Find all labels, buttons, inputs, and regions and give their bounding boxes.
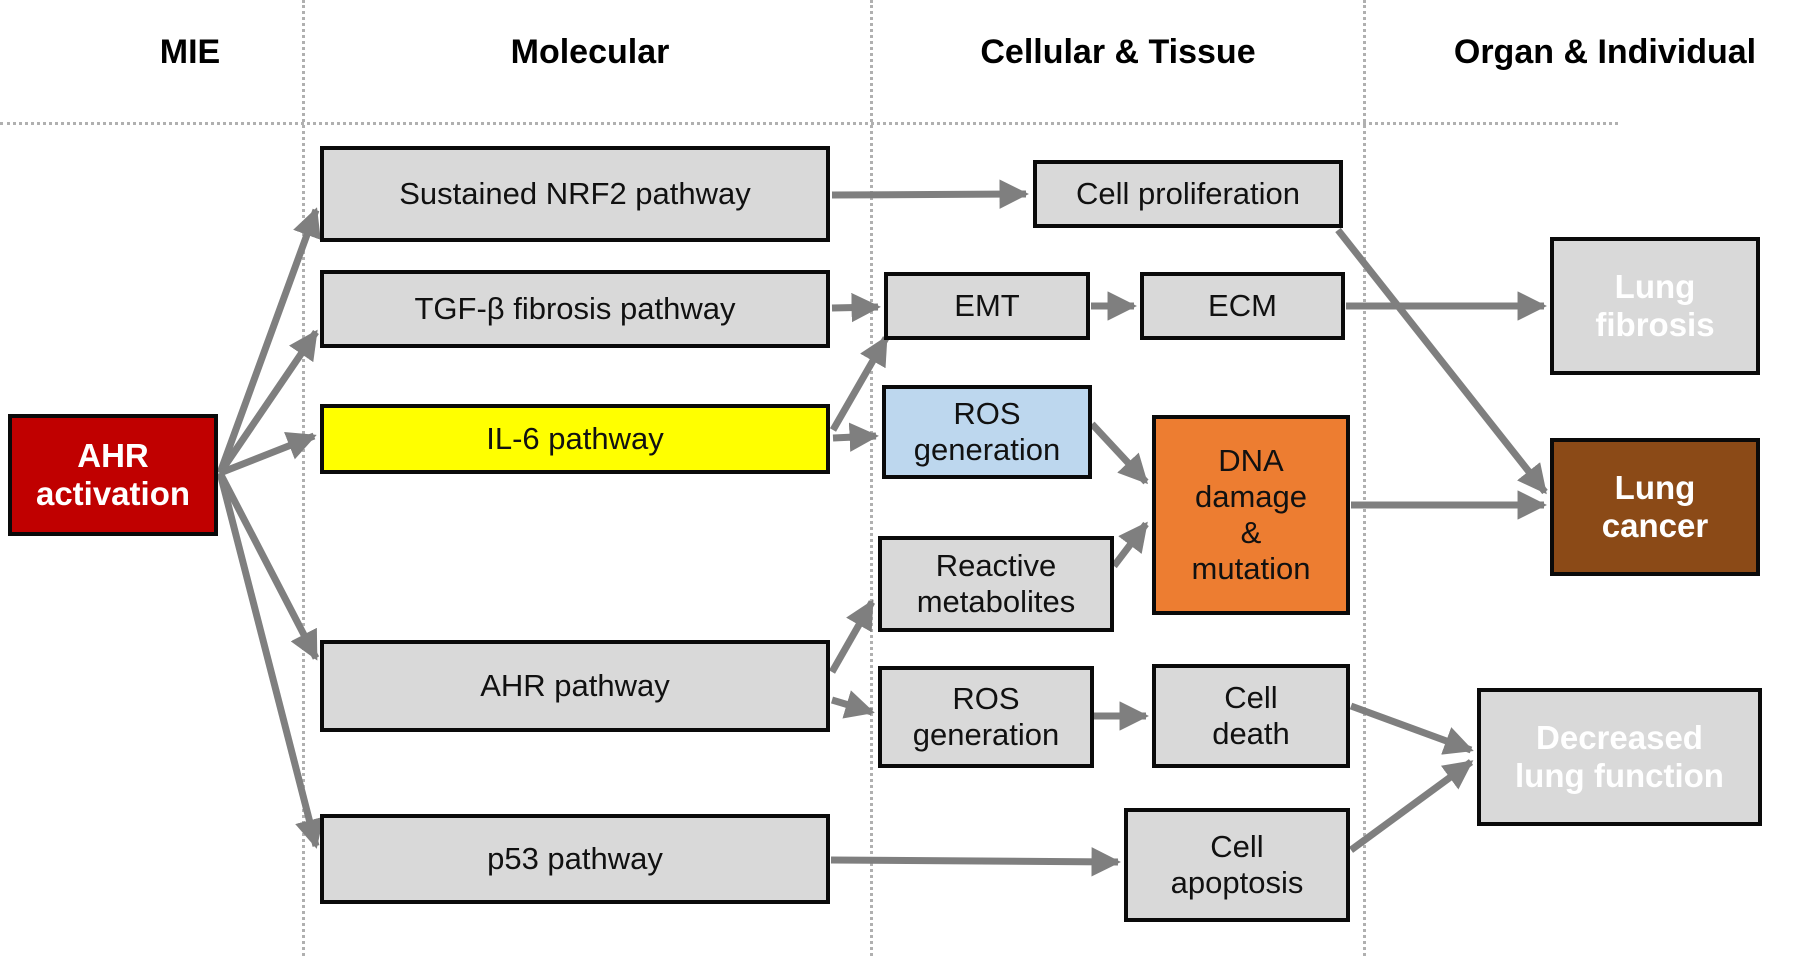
arrow-ahr-activation--nrf2-pathway [216, 207, 321, 475]
node-cell-apoptosis: Cell apoptosis [1124, 808, 1350, 922]
column-header-mie: MIE [159, 32, 221, 71]
arrow-il6-pathway--emt [829, 335, 890, 432]
vertical-separator-3 [1363, 0, 1366, 956]
node-ahr-pathway: AHR pathway [320, 640, 830, 732]
node-il6-pathway: IL-6 pathway [320, 404, 830, 474]
column-header-molecular: Molecular [510, 32, 670, 71]
arrow-ahr-activation--tgfb-pathway [217, 329, 319, 475]
arrow-p53-pathway--cell-apoptosis [830, 847, 1121, 877]
node-cell-death: Cell death [1152, 664, 1350, 768]
arrow-ahr-pathway--ros-generation-lower [830, 690, 875, 719]
arrow-reactive-metabolites--dna-damage-mutation [1111, 521, 1149, 569]
node-decreased-lung-function: Decreased lung function [1477, 688, 1762, 826]
node-cell-proliferation: Cell proliferation [1033, 160, 1343, 228]
arrow-ahr-activation--il6-pathway [218, 432, 317, 477]
node-ahr-activation: AHR activation [8, 414, 218, 536]
vertical-separator-2 [870, 0, 873, 956]
node-ecm: ECM [1140, 272, 1345, 340]
node-p53-pathway: p53 pathway [320, 814, 830, 904]
node-lung-fibrosis: Lung fibrosis [1550, 237, 1760, 375]
arrow-tgfb-pathway--emt [831, 292, 881, 323]
arrow-ros-generation-upper--dna-damage-mutation [1089, 421, 1149, 485]
vertical-separator-1 [302, 0, 305, 956]
node-tgfb-pathway: TGF-β fibrosis pathway [320, 270, 830, 348]
node-reactive-metabolites: Reactive metabolites [878, 536, 1114, 632]
node-lung-cancer: Lung cancer [1550, 438, 1760, 576]
arrow-cell-apoptosis--decreased-lung-function [1348, 759, 1474, 853]
node-nrf2-pathway: Sustained NRF2 pathway [320, 146, 830, 242]
node-dna-damage-mutation: DNA damage & mutation [1152, 415, 1350, 615]
node-emt: EMT [884, 272, 1090, 340]
node-ros-generation-lower: ROS generation [878, 666, 1094, 768]
arrow-ahr-activation--ahr-pathway [216, 471, 320, 661]
arrow-cell-proliferation--lung-cancer [1335, 227, 1548, 495]
arrow-nrf2-pathway--cell-proliferation [831, 179, 1029, 209]
column-header-organ-individual: Organ & Individual [1453, 32, 1757, 71]
header-separator [0, 122, 1618, 125]
node-ros-generation-upper: ROS generation [882, 385, 1092, 479]
arrow-cell-death--decreased-lung-function [1349, 702, 1474, 755]
arrow-il6-pathway--ros-generation-upper [832, 422, 879, 452]
arrow-ahr-pathway--reactive-metabolites [828, 599, 876, 674]
arrow-ahr-activation--p53-pathway [216, 472, 324, 849]
column-header-cellular-tissue: Cellular & Tissue [980, 32, 1256, 71]
